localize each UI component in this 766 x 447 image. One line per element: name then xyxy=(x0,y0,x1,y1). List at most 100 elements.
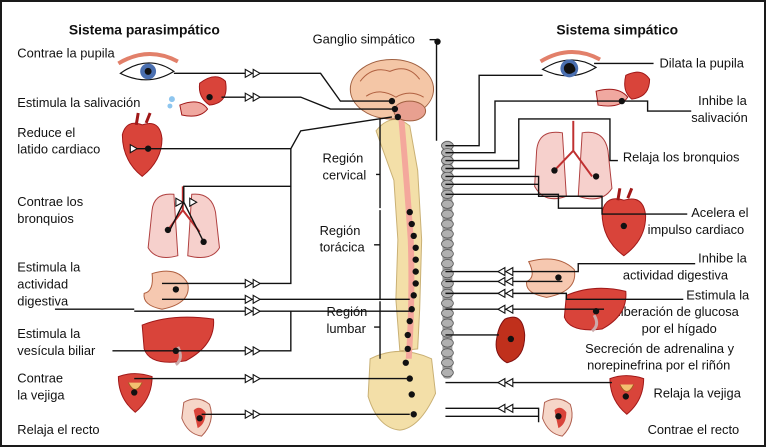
organ-dot xyxy=(131,389,138,396)
synapse-dot xyxy=(408,306,415,313)
region-thoracic-line2: torácica xyxy=(320,240,366,255)
region-cervical-line2: cervical xyxy=(323,167,367,182)
arrow-marker xyxy=(252,306,262,317)
arrow-marker xyxy=(244,92,254,103)
arrow-marker xyxy=(496,304,506,315)
spinal-cord xyxy=(397,112,415,359)
arrow-marker xyxy=(189,197,198,208)
synapse-dot xyxy=(412,244,419,251)
stomach-icon xyxy=(526,258,576,298)
symp-label-kidney-2: norepinefrina por el riñón xyxy=(587,358,730,373)
ganglion-bead xyxy=(441,318,454,328)
para-label-heart-1: Reduce el xyxy=(17,125,75,140)
ganglion-bead xyxy=(441,199,454,209)
ganglion-label: Ganglio simpático xyxy=(313,32,415,47)
organ-dot xyxy=(164,226,172,234)
arrow-marker xyxy=(504,403,514,414)
arrow-marker xyxy=(244,278,254,289)
arrow-marker xyxy=(244,409,254,420)
arrow-marker xyxy=(129,143,139,154)
arrow-marker xyxy=(252,409,262,420)
arrow-marker xyxy=(244,373,254,384)
ganglion-bead xyxy=(441,268,454,279)
organ-dot xyxy=(144,68,152,75)
synapse-dot xyxy=(408,220,415,228)
organ-dot xyxy=(507,335,515,343)
region-cervical-line1: Región xyxy=(323,151,364,166)
arrow-marker xyxy=(244,68,254,79)
symp-label-salivation-2: salivación xyxy=(691,110,748,125)
arrow-marker xyxy=(252,345,262,356)
arrow-marker xyxy=(496,276,506,287)
organ-dot xyxy=(200,238,207,246)
synapse-dot xyxy=(408,391,415,398)
liver-icon xyxy=(141,316,215,366)
symp-label-bladder: Relaja la vejiga xyxy=(654,385,742,400)
symp-label-digestive-1: Inhibe la xyxy=(698,251,748,266)
arrow-marker xyxy=(496,266,506,277)
para-label-rectum: Relaja el recto xyxy=(17,422,99,437)
arrow-marker xyxy=(496,288,506,299)
synapse-dot xyxy=(406,317,413,325)
ganglion-bead xyxy=(441,328,454,338)
heart-icon xyxy=(601,187,647,257)
para-label-heart-2: latido cardiaco xyxy=(17,142,100,157)
para-label-digestive-1: Estimula la xyxy=(17,260,81,275)
synapse-dot xyxy=(412,268,419,275)
para-label-digestive-2: actividad xyxy=(17,276,68,291)
para-label-salivation: Estimula la salivación xyxy=(17,95,140,110)
synapse-dot xyxy=(404,331,411,339)
parasympathetic-heading: Sistema parasimpático xyxy=(69,22,220,38)
cervical-bracket xyxy=(376,118,381,209)
symp-label-liver-3: por el hígado xyxy=(642,321,717,336)
arrow-marker xyxy=(252,294,262,305)
para-label-bronchi-2: bronquios xyxy=(17,211,74,226)
salivary-gland-icon xyxy=(167,76,227,117)
synapse-dot xyxy=(410,232,417,240)
synapse-dot xyxy=(394,113,402,121)
heart-icon xyxy=(121,112,163,178)
arrow-marker xyxy=(504,276,514,287)
symp-label-heart-2: impulso cardiaco xyxy=(648,222,745,237)
rectum-icon xyxy=(181,398,212,437)
ganglion-bead xyxy=(441,219,454,229)
organ-dot xyxy=(620,222,627,230)
organ-dot xyxy=(206,93,213,101)
ganglion-bead xyxy=(441,308,454,318)
symp-label-bronchi: Relaja los bronquios xyxy=(623,150,740,165)
symp-label-liver-2: liberación de glucosa xyxy=(618,304,740,319)
synapse-dot xyxy=(391,105,399,113)
para-label-pupil: Contrae la pupila xyxy=(17,45,115,60)
symp-label-salivation-1: Inhibe la xyxy=(698,93,748,108)
arrow-marker xyxy=(252,373,262,384)
synapse-dot xyxy=(412,280,419,287)
arrow-marker xyxy=(244,306,254,317)
para-label-gallbladder-1: Estimula la xyxy=(17,326,81,341)
arrow-marker xyxy=(504,377,514,388)
ganglion-bead xyxy=(441,249,454,259)
para-label-bladder-2: la vejiga xyxy=(17,387,65,402)
arrow-marker xyxy=(244,345,254,356)
ganglion-bead xyxy=(441,239,454,249)
organ-dot xyxy=(592,173,600,180)
ganglion-bead xyxy=(441,278,454,289)
arrow-marker xyxy=(244,294,254,305)
symp-label-heart-1: Acelera el xyxy=(691,205,748,220)
synapse-dot xyxy=(404,345,411,353)
brain-icon xyxy=(349,58,435,122)
arrow-marker xyxy=(252,68,262,79)
para-label-bronchi-1: Contrae los xyxy=(17,194,83,209)
arrow-marker xyxy=(496,403,506,414)
sympathetic-heading: Sistema simpático xyxy=(556,22,678,38)
arrow-marker xyxy=(496,377,506,388)
synapse-dot xyxy=(406,208,413,216)
organ-dot xyxy=(592,308,600,315)
symp-label-kidney-1: Secreción de adrenalina y xyxy=(585,341,734,356)
eye-icon xyxy=(539,50,601,78)
organ-dot xyxy=(618,97,626,105)
lumbar-bracket xyxy=(374,301,381,359)
eye-icon xyxy=(117,52,179,81)
organ-dot xyxy=(569,66,576,73)
region-lumbar-line2: lumbar xyxy=(327,321,367,336)
